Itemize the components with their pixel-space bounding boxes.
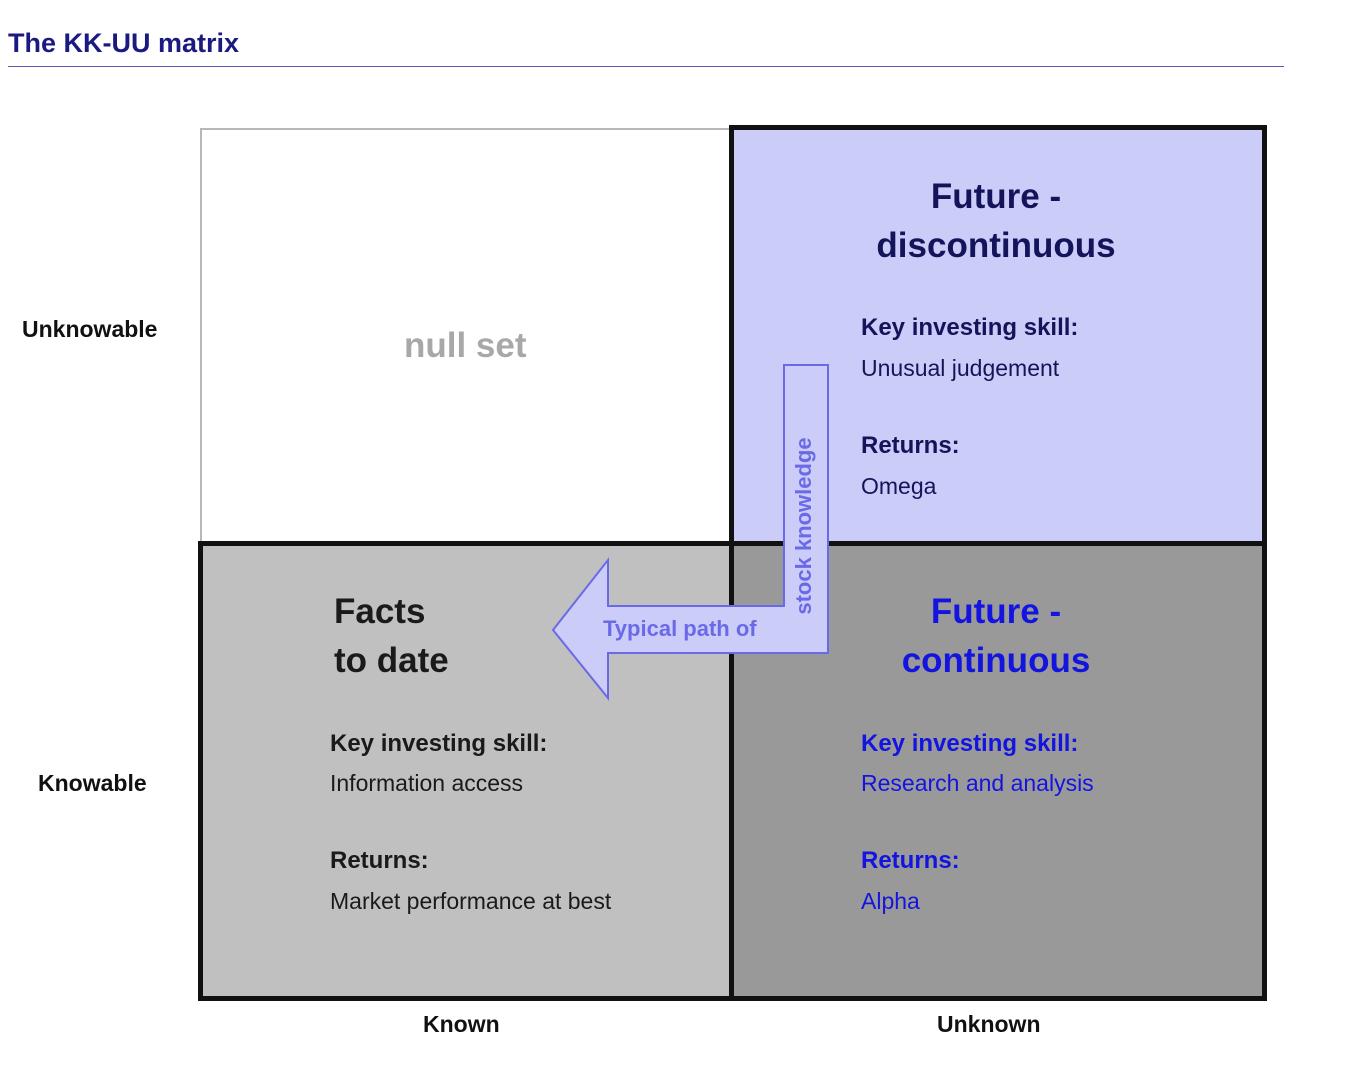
- axis-label-knowable: Knowable: [38, 770, 147, 796]
- page-title: The KK-UU matrix: [8, 28, 240, 58]
- facts-returns-value: Market performance at best: [330, 888, 612, 914]
- continuous-heading-line1: Future -: [930, 592, 1062, 631]
- discontinuous-heading-line1: Future -: [930, 177, 1062, 216]
- continuous-heading: Future - continuous: [736, 587, 1256, 685]
- continuous-skill-value: Research and analysis: [861, 770, 1094, 796]
- continuous-skill-label: Key investing skill:: [861, 730, 1079, 757]
- continuous-returns-label: Returns:: [861, 847, 960, 874]
- arrow-label-typical-path: Typical path of: [603, 616, 757, 641]
- arrow-label-stock-knowledge: stock knowledge: [791, 437, 816, 615]
- facts-skill-label: Key investing skill:: [330, 730, 548, 757]
- facts-heading: Facts to date: [334, 587, 449, 685]
- discontinuous-heading: Future - discontinuous: [736, 172, 1256, 270]
- facts-skill-value: Information access: [330, 770, 524, 796]
- facts-heading-line2: to date: [334, 641, 449, 680]
- continuous-returns-value: Alpha: [861, 888, 920, 914]
- discontinuous-skill-label: Key investing skill:: [861, 314, 1079, 341]
- axis-label-unknown: Unknown: [937, 1011, 1041, 1037]
- axis-label-unknowable: Unknowable: [22, 316, 158, 342]
- null-set-label: null set: [404, 326, 527, 365]
- discontinuous-returns-value: Omega: [861, 473, 937, 499]
- facts-heading-line1: Facts: [334, 592, 426, 631]
- discontinuous-heading-line2: discontinuous: [876, 226, 1116, 265]
- discontinuous-returns-label: Returns:: [861, 432, 960, 459]
- axis-label-known: Known: [423, 1011, 500, 1037]
- title-divider: [8, 66, 1284, 67]
- discontinuous-skill-value: Unusual judgement: [861, 355, 1060, 381]
- facts-returns-label: Returns:: [330, 847, 429, 874]
- continuous-heading-line2: continuous: [901, 641, 1091, 680]
